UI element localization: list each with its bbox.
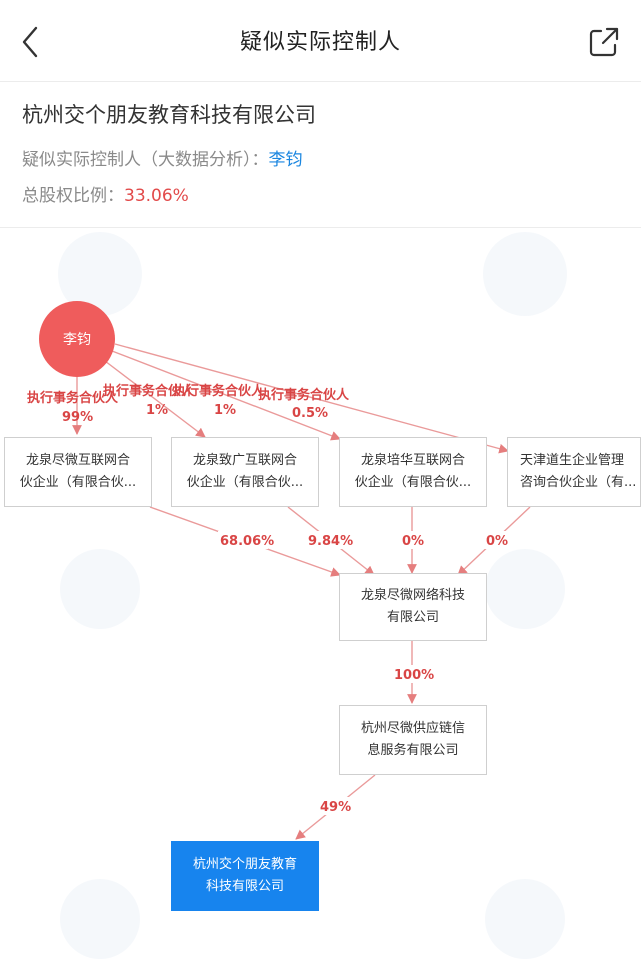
edge-pct-label: 0% (486, 534, 508, 549)
share-button[interactable] (584, 22, 624, 62)
node-line: 息服务有限公司 (367, 743, 459, 758)
target-company-node[interactable]: 杭州交个朋友教育科技有限公司 (171, 841, 319, 911)
edge-role-label: 执行事务合伙人 (27, 390, 119, 406)
node-line: 有限公司 (386, 610, 439, 625)
node-line: 龙泉致广互联网合 (192, 453, 297, 468)
ratio-label: 总股权比例： (22, 186, 124, 206)
back-button[interactable] (14, 22, 50, 62)
node-line: 龙泉培华互联网合 (360, 453, 465, 468)
edge-pct-label: 49% (320, 800, 351, 815)
equity-graph[interactable]: 执行事务合伙人 99% 执行事务合伙人 1% 执行事务合伙人 1% 执行事务合伙… (0, 229, 641, 972)
edge-pct-label: 99% (62, 410, 93, 425)
controller-name-link[interactable]: 李钧 (268, 150, 303, 170)
edge-pct-label: 0% (402, 534, 424, 549)
edge-pct-label: 1% (146, 403, 168, 418)
edge-person-n4 (114, 343, 509, 454)
edge-role-label: 执行事务合伙人 (258, 387, 350, 403)
company-node[interactable]: 龙泉尽微网络科技有限公司 (339, 573, 487, 641)
edge-labels: 执行事务合伙人 99% 执行事务合伙人 1% 执行事务合伙人 1% 执行事务合伙… (27, 383, 510, 815)
company-node[interactable]: 龙泉尽微互联网合伙企业（有限合伙... (4, 437, 152, 507)
ratio-row: 总股权比例：33.06% (22, 181, 189, 206)
graph-canvas: 执行事务合伙人 99% 执行事务合伙人 1% 执行事务合伙人 1% 执行事务合伙… (27, 232, 567, 959)
edge-pct-label: 68.06% (220, 534, 274, 549)
person-node[interactable]: 李钧 (39, 301, 115, 377)
edge-pct-label: 0.5% (292, 406, 328, 421)
node-line: 杭州交个朋友教育 (192, 857, 297, 872)
edge-pct-label: 9.84% (308, 534, 353, 549)
ratio-value: 33.06% (124, 186, 189, 206)
edge-person-n2 (104, 360, 206, 438)
company-node[interactable]: 天津道生企业管理咨询合伙企业（有... (507, 437, 641, 507)
company-node[interactable]: 杭州尽微供应链信息服务有限公司 (339, 705, 487, 775)
node-line: 伙企业（有限合伙... (186, 475, 304, 490)
page-title: 疑似实际控制人 (239, 30, 401, 55)
edge-person-n3 (111, 350, 341, 441)
watermark-logo (58, 232, 567, 959)
node-line: 伙企业（有限合伙... (19, 475, 137, 490)
company-node[interactable]: 龙泉培华互联网合伙企业（有限合伙... (339, 437, 487, 507)
edge-pct-label: 100% (394, 668, 434, 683)
edge-pct-label: 1% (214, 403, 236, 418)
company-node[interactable]: 龙泉致广互联网合伙企业（有限合伙... (171, 437, 319, 507)
node-line: 科技有限公司 (205, 879, 284, 894)
node-line: 杭州尽微供应链信 (360, 721, 465, 736)
share-icon (589, 27, 619, 57)
node-line: 天津道生企业管理 (520, 453, 625, 468)
chevron-left-icon (22, 26, 38, 58)
node-line: 龙泉尽微互联网合 (25, 453, 130, 468)
node-line: 龙泉尽微网络科技 (360, 588, 465, 603)
controller-info: 杭州交个朋友教育科技有限公司 疑似实际控制人（大数据分析）：李钧 总股权比例：3… (0, 83, 641, 228)
node-line: 伙企业（有限合伙... (354, 475, 472, 490)
nav-bar: 疑似实际控制人 (0, 0, 641, 82)
edge-role-label: 执行事务合伙人 (173, 383, 265, 399)
company-name: 杭州交个朋友教育科技有限公司 (22, 103, 316, 127)
controller-row: 疑似实际控制人（大数据分析）：李钧 (22, 145, 303, 170)
node-line: 咨询合伙企业（有... (520, 475, 637, 490)
edge-role-label: 执行事务合伙人 (103, 383, 195, 399)
controller-label: 疑似实际控制人（大数据分析）： (22, 150, 269, 170)
